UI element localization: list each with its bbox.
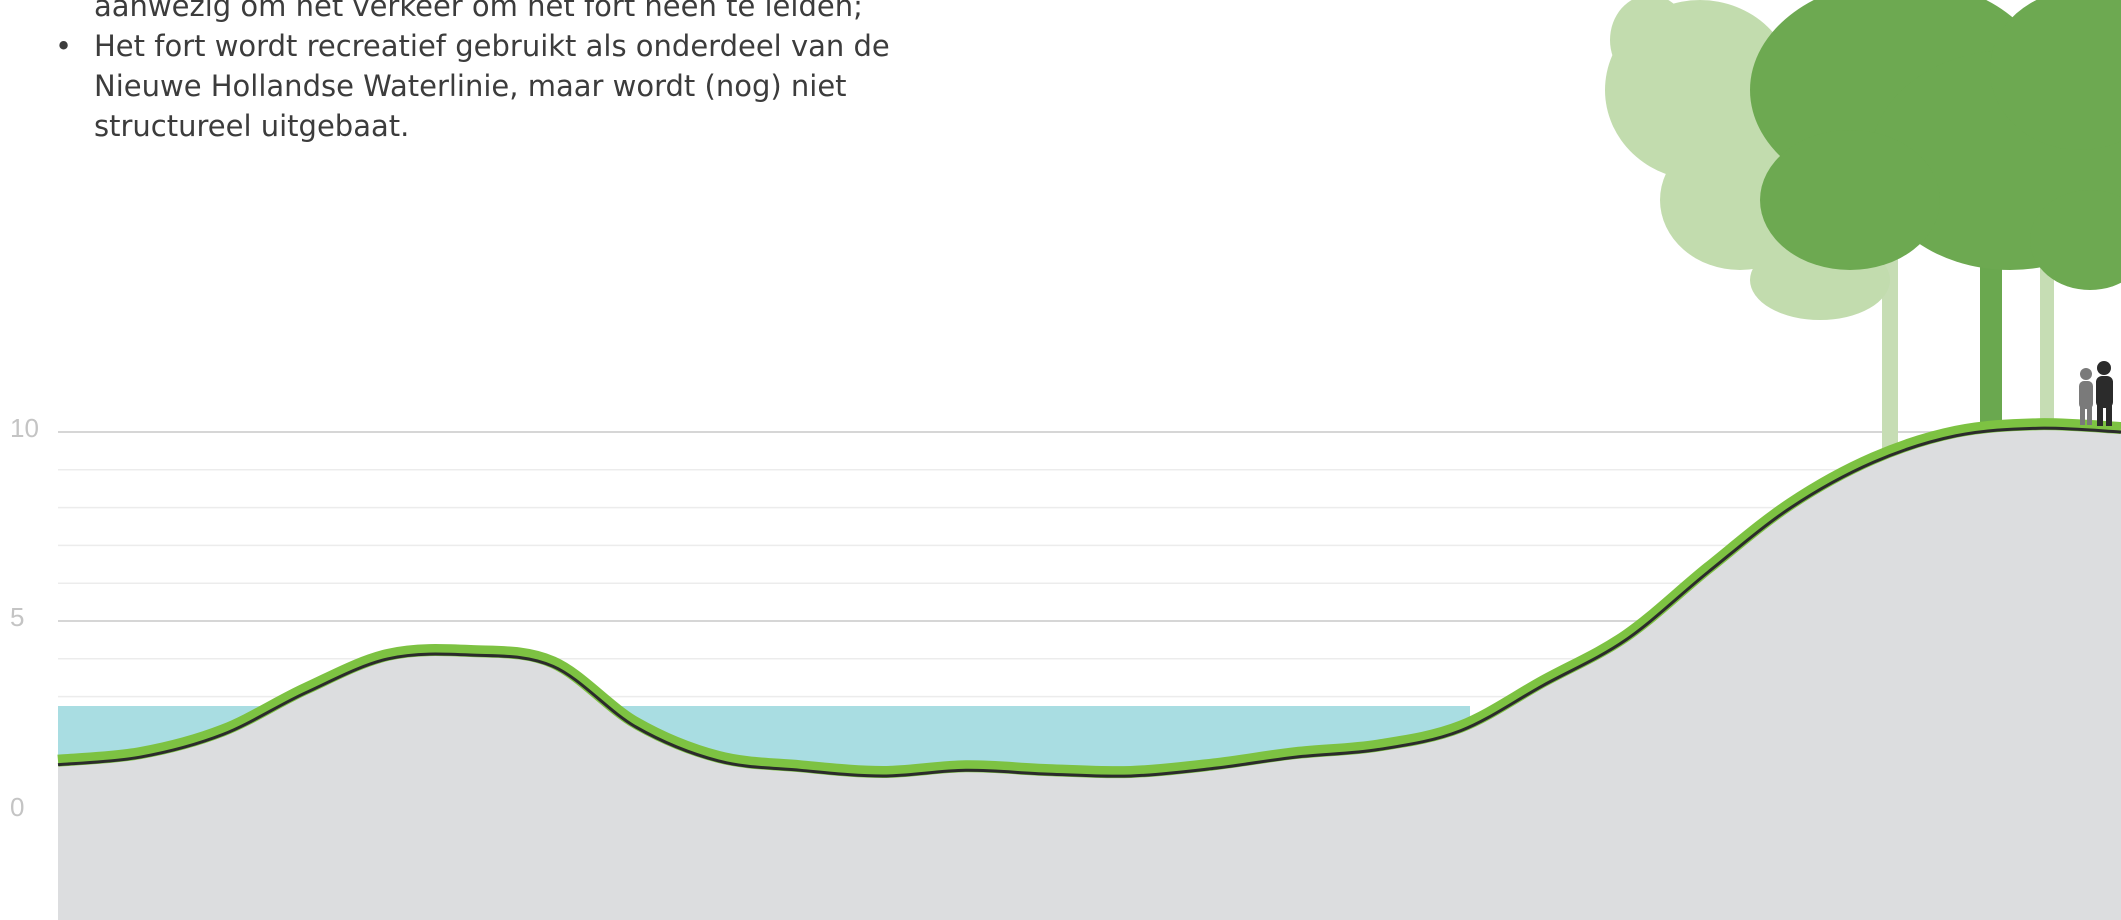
person-silhouette bbox=[2079, 368, 2093, 425]
bullet-item: aanwezig om het verkeer om het fort heen… bbox=[50, 0, 910, 26]
people-silhouettes bbox=[2079, 361, 2113, 426]
y-tick-label-5: 5 bbox=[10, 602, 25, 632]
tree-trunk-light bbox=[2040, 260, 2054, 430]
bullet-text: Het fort wordt recreatief gebruikt als o… bbox=[94, 29, 890, 143]
grass-surface-line bbox=[57, 418, 2121, 779]
trees bbox=[1605, 0, 2121, 470]
tree-trunk-light bbox=[1882, 250, 1898, 470]
bullet-list: aanwezig om het verkeer om het fort heen… bbox=[50, 0, 910, 146]
bullet-text: aanwezig om het verkeer om het fort heen… bbox=[94, 0, 863, 23]
surface-outline bbox=[57, 426, 2121, 778]
bullet-dot: • bbox=[55, 29, 73, 63]
ground-profile bbox=[58, 428, 2121, 920]
bullet-item: • Het fort wordt recreatief gebruikt als… bbox=[50, 26, 910, 146]
y-tick-label-0: 0 bbox=[10, 792, 25, 822]
person-silhouette bbox=[2096, 361, 2113, 426]
tree-crown-dark bbox=[1750, 0, 2121, 290]
tree-trunk-dark bbox=[1980, 250, 2002, 435]
y-tick-label-10: 10 bbox=[10, 413, 39, 443]
